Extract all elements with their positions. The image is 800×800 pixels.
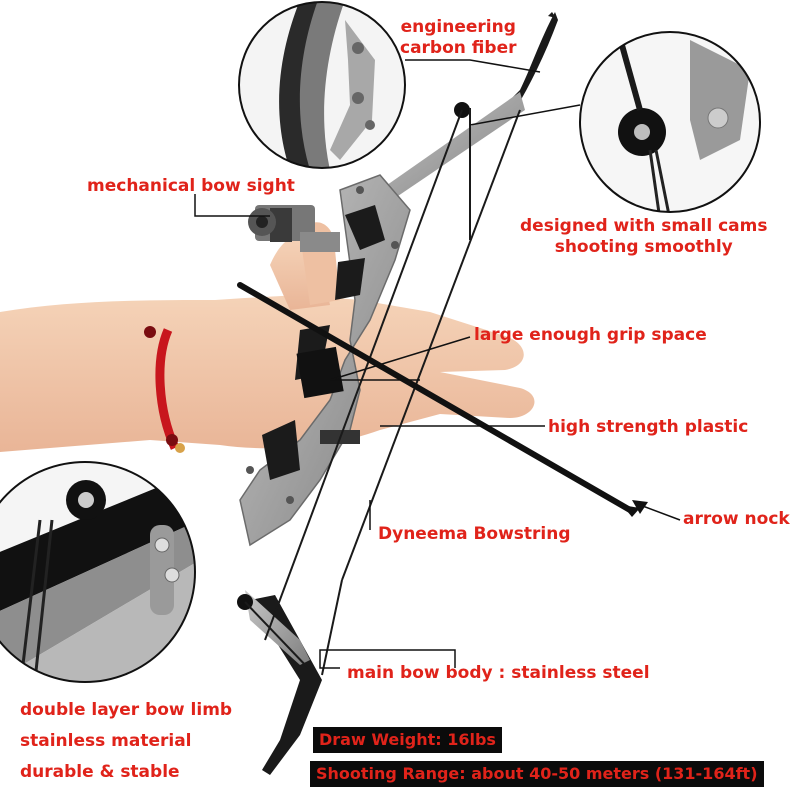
red-bracelet <box>144 326 185 453</box>
bowstring <box>244 108 521 676</box>
label-grip-space: large enough grip space <box>474 325 707 345</box>
label-carbon-fiber: engineering carbon fiber <box>400 17 517 58</box>
label-arrow-nock: arrow nock <box>683 509 790 529</box>
label-plastic: high strength plastic <box>548 417 749 437</box>
hand <box>0 222 535 452</box>
zoom-cam <box>578 30 762 214</box>
bow-sight <box>248 205 340 252</box>
label-main-body: main bow body : stainless steel <box>347 663 650 683</box>
shooting-range-badge: Shooting Range: about 40-50 meters (131-… <box>310 761 764 787</box>
label-bowstring: Dyneema Bowstring <box>378 524 571 544</box>
bow-riser <box>239 174 411 547</box>
arrow <box>237 282 648 517</box>
label-small-cams: designed with small cams shooting smooth… <box>520 216 768 257</box>
draw-weight-badge: Draw Weight: 16lbs <box>313 727 502 753</box>
zoom-carbon-fiber <box>237 0 407 170</box>
leader-lines <box>194 59 681 669</box>
label-bow-limb: double layer bow limb stainless material… <box>20 700 233 782</box>
label-bow-sight: mechanical bow sight <box>87 176 295 196</box>
zoom-limb <box>0 460 197 684</box>
